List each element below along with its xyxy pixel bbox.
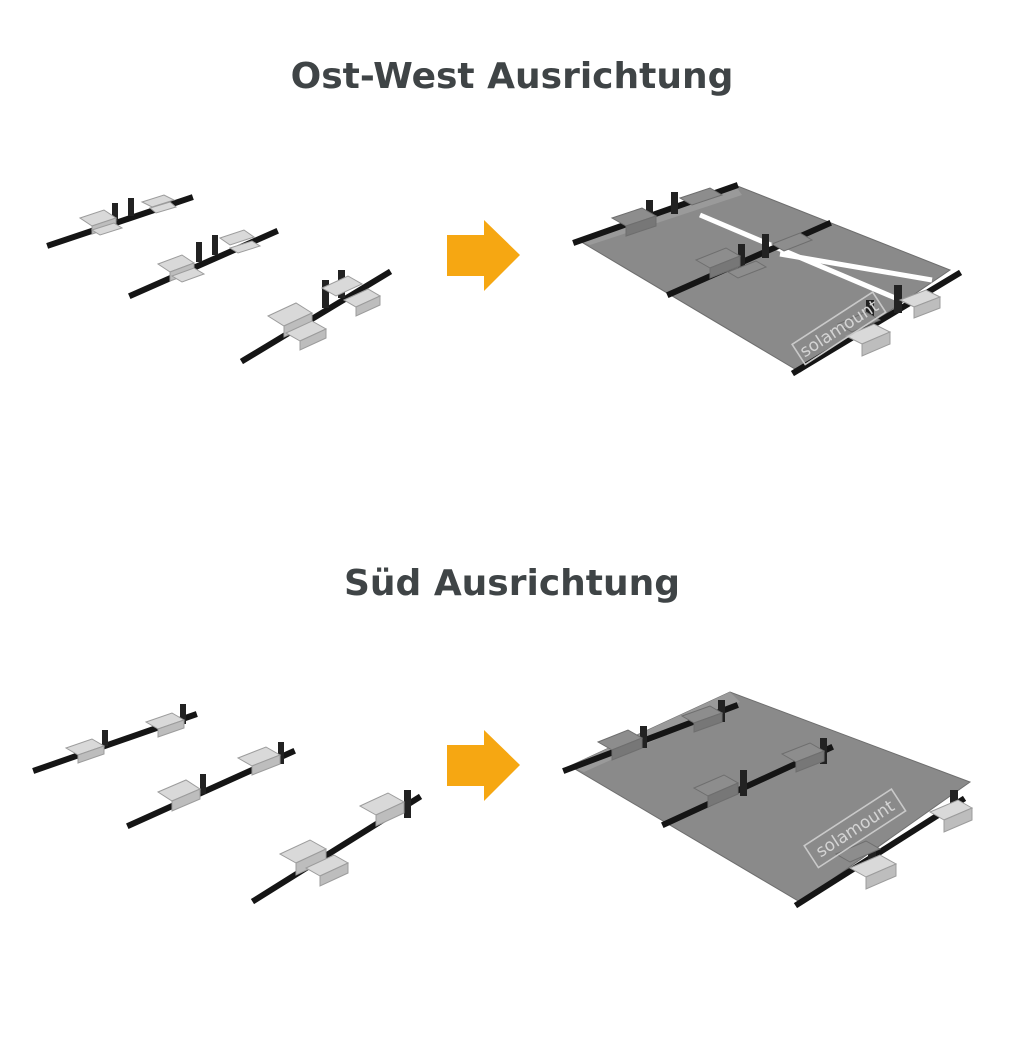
- title-south: Süd Ausrichtung: [343, 563, 681, 604]
- arrow-right-icon: [447, 220, 520, 291]
- panel-array-south: solamount: [562, 691, 974, 909]
- rail-assembly-2: [128, 228, 279, 299]
- panel-array-east-west: solamount: [572, 182, 963, 377]
- rail-assembly-1: [32, 704, 198, 774]
- rail-assembly-3: [250, 790, 423, 905]
- rail-assembly-2: [126, 742, 296, 829]
- title-east-west: Ost-West Ausrichtung: [290, 56, 734, 97]
- arrow-right-icon: [447, 730, 520, 801]
- diagram-south: solamount: [32, 691, 974, 909]
- rail-assembly-3: [239, 268, 393, 365]
- rail-assembly-1: [46, 194, 194, 249]
- diagram-east-west: solamount: [46, 182, 963, 377]
